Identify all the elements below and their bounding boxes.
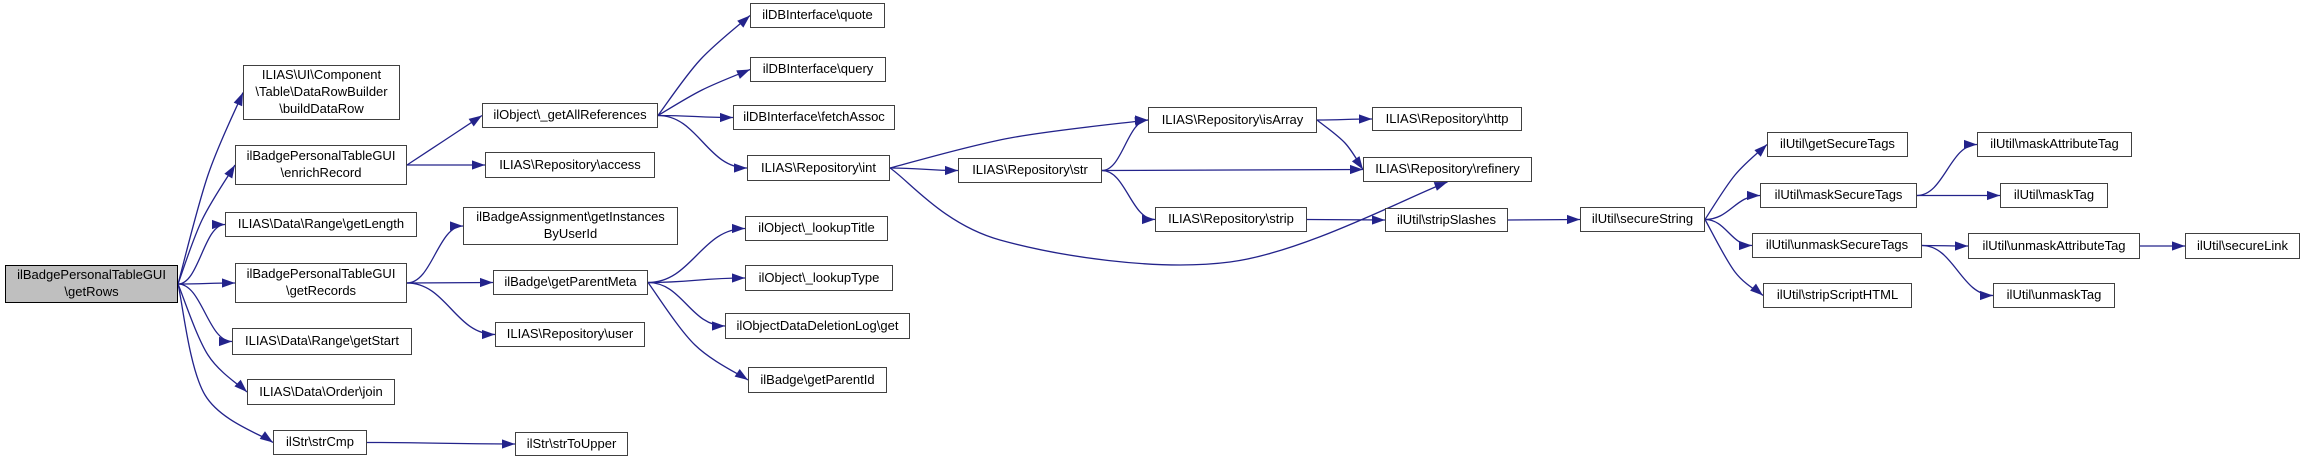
node-get-start[interactable]: ILIAS\Data\Range\getStart <box>232 328 412 355</box>
node-unmask-secure-tags[interactable]: ilUtil\unmaskSecureTags <box>1752 233 1922 258</box>
node-db-fetch-assoc[interactable]: ilDBInterface\fetchAssoc <box>733 105 895 130</box>
node-secure-link[interactable]: ilUtil\secureLink <box>2185 233 2300 259</box>
arrowhead-strip-slashes <box>1372 215 1385 225</box>
node-get-all-references[interactable]: ilObject\_getAllReferences <box>482 103 658 128</box>
arrowhead-unmask-tag <box>1980 290 1993 301</box>
arrowhead-get-secure-tags <box>1754 144 1767 157</box>
arrowhead-repository-is-array <box>1135 115 1148 125</box>
node-str-cmp[interactable]: ilStr\strCmp <box>273 430 367 455</box>
arrowhead-deletion-log-get <box>712 321 725 331</box>
edge-get-rows--enrich-record <box>177 164 236 285</box>
node-mask-tag[interactable]: ilUtil\maskTag <box>2000 183 2108 208</box>
edge-repository-str--repository-refinery <box>1101 168 1364 172</box>
arrowhead-repository-refinery <box>1433 182 1448 191</box>
node-lookup-title[interactable]: ilObject\_lookupTitle <box>745 216 888 241</box>
node-mask-secure-tags[interactable]: ilUtil\maskSecureTags <box>1760 183 1917 208</box>
arrowhead-repository-refinery <box>1350 164 1363 175</box>
node-get-records[interactable]: ilBadgePersonalTableGUI \getRecords <box>235 263 407 303</box>
arrowhead-get-parent-meta <box>480 277 493 288</box>
node-db-query[interactable]: ilDBInterface\query <box>750 57 886 82</box>
arrowhead-get-instances-by-user-id <box>450 221 463 231</box>
arrowhead-unmask-attribute-tag <box>1955 241 1968 251</box>
node-get-secure-tags[interactable]: ilUtil\getSecureTags <box>1767 132 1908 157</box>
node-repository-is-array[interactable]: ILIAS\Repository\isArray <box>1148 107 1317 133</box>
node-lookup-type[interactable]: ilObject\_lookupType <box>745 265 893 291</box>
node-strip-slashes[interactable]: ilUtil\stripSlashes <box>1385 208 1508 232</box>
arrowhead-lookup-type <box>732 273 745 283</box>
node-str-to-upper[interactable]: ilStr\strToUpper <box>515 432 628 456</box>
arrowhead-mask-attribute-tag <box>1964 139 1977 150</box>
arrowhead-mask-secure-tags <box>1747 190 1760 201</box>
edge-get-parent-meta--lookup-title <box>647 227 746 284</box>
node-unmask-tag[interactable]: ilUtil\unmaskTag <box>1993 283 2115 308</box>
edge-repository-int--repository-is-array <box>889 119 1149 169</box>
arrowhead-secure-string <box>1567 214 1580 225</box>
arrowhead-build-data-row <box>233 92 243 107</box>
arrowhead-db-fetch-assoc <box>720 112 733 123</box>
arrowhead-db-query <box>736 69 750 79</box>
node-order-join[interactable]: ILIAS\Data\Order\join <box>247 379 395 405</box>
node-repository-http[interactable]: ILIAS\Repository\http <box>1372 107 1522 131</box>
arrowhead-repository-refinery <box>1351 156 1363 170</box>
arrowhead-get-start <box>219 336 232 347</box>
node-strip-script-html[interactable]: ilUtil\stripScriptHTML <box>1763 283 1912 308</box>
arrowhead-db-quote <box>737 15 750 28</box>
node-repository-int[interactable]: ILIAS\Repository\int <box>747 155 890 181</box>
arrowhead-repository-strip <box>1142 214 1155 225</box>
arrowhead-mask-tag <box>1987 190 2000 201</box>
arrowhead-get-all-references <box>468 115 482 127</box>
arrowhead-get-parent-id <box>734 368 748 380</box>
node-deletion-log-get[interactable]: ilObjectDataDeletionLog\get <box>725 313 910 339</box>
arrowhead-repository-user <box>482 329 495 340</box>
arrowhead-repository-str <box>945 165 958 176</box>
node-get-parent-meta[interactable]: ilBadge\getParentMeta <box>493 270 648 295</box>
arrowhead-enrich-record <box>224 165 235 179</box>
arrowhead-strip-script-html <box>1750 283 1763 296</box>
arrowhead-str-cmp <box>259 431 273 443</box>
edge-repository-int--repository-refinery <box>889 167 1448 266</box>
node-get-instances-by-user-id[interactable]: ilBadgeAssignment\getInstances ByUserId <box>463 207 678 245</box>
arrowhead-repository-access <box>472 160 485 170</box>
node-get-rows[interactable]: ilBadgePersonalTableGUI \getRows <box>5 265 178 303</box>
node-repository-refinery[interactable]: ILIAS\Repository\refinery <box>1363 157 1532 182</box>
edge-get-rows--build-data-row <box>177 92 244 285</box>
node-build-data-row[interactable]: ILIAS\UI\Component \Table\DataRowBuilder… <box>243 65 400 120</box>
node-secure-string[interactable]: ilUtil\secureString <box>1580 207 1705 232</box>
arrowhead-get-length <box>212 219 225 230</box>
arrowhead-lookup-title <box>732 223 745 234</box>
node-repository-str[interactable]: ILIAS\Repository\str <box>958 158 1102 183</box>
node-mask-attribute-tag[interactable]: ilUtil\maskAttributeTag <box>1977 132 2132 157</box>
node-db-quote[interactable]: ilDBInterface\quote <box>750 3 885 28</box>
arrowhead-repository-http <box>1359 114 1372 124</box>
edge-get-rows--str-cmp <box>177 283 274 444</box>
arrowhead-secure-link <box>2172 241 2185 251</box>
edge-get-parent-meta--get-parent-id <box>647 282 749 381</box>
arrowhead-unmask-secure-tags <box>1739 240 1752 251</box>
node-repository-user[interactable]: ILIAS\Repository\user <box>495 322 645 347</box>
node-repository-access[interactable]: ILIAS\Repository\access <box>485 152 655 178</box>
node-get-length[interactable]: ILIAS\Data\Range\getLength <box>225 212 417 237</box>
node-repository-strip[interactable]: ILIAS\Repository\strip <box>1155 207 1307 232</box>
node-get-parent-id[interactable]: ilBadge\getParentId <box>748 367 887 393</box>
arrowhead-str-to-upper <box>502 439 515 449</box>
edge-str-cmp--str-to-upper <box>366 441 516 445</box>
node-enrich-record[interactable]: ilBadgePersonalTableGUI \enrichRecord <box>235 145 407 185</box>
arrowhead-order-join <box>234 379 247 392</box>
arrowhead-repository-int <box>734 163 747 173</box>
node-unmask-attribute-tag[interactable]: ilUtil\unmaskAttributeTag <box>1968 233 2140 259</box>
arrowhead-get-records <box>222 278 235 288</box>
edge-get-all-references--db-quote <box>657 15 751 116</box>
